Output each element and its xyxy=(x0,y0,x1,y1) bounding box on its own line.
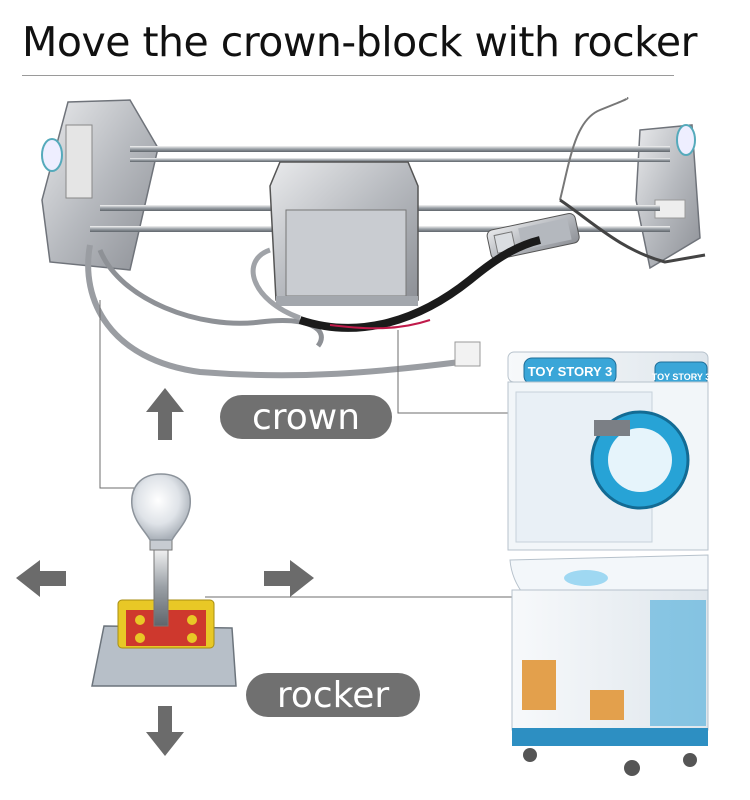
arrow-left-icon xyxy=(16,560,66,597)
title-divider xyxy=(22,75,674,76)
arrow-down-icon xyxy=(146,706,184,756)
claw-machine xyxy=(507,351,709,776)
arrow-right-icon xyxy=(264,560,314,597)
connector-lines xyxy=(99,300,560,598)
arrow-up-icon xyxy=(146,388,184,440)
crown-block xyxy=(41,97,706,379)
machine-sign-left: TOY STORY 3 xyxy=(528,364,613,379)
crown-label: crown xyxy=(220,395,392,439)
machine-sign-right: TOY STORY 3 xyxy=(652,372,711,382)
rocker-label: rocker xyxy=(246,673,420,717)
rocker-joystick xyxy=(91,473,237,687)
page-title: Move the crown-block with rocker xyxy=(22,18,697,66)
